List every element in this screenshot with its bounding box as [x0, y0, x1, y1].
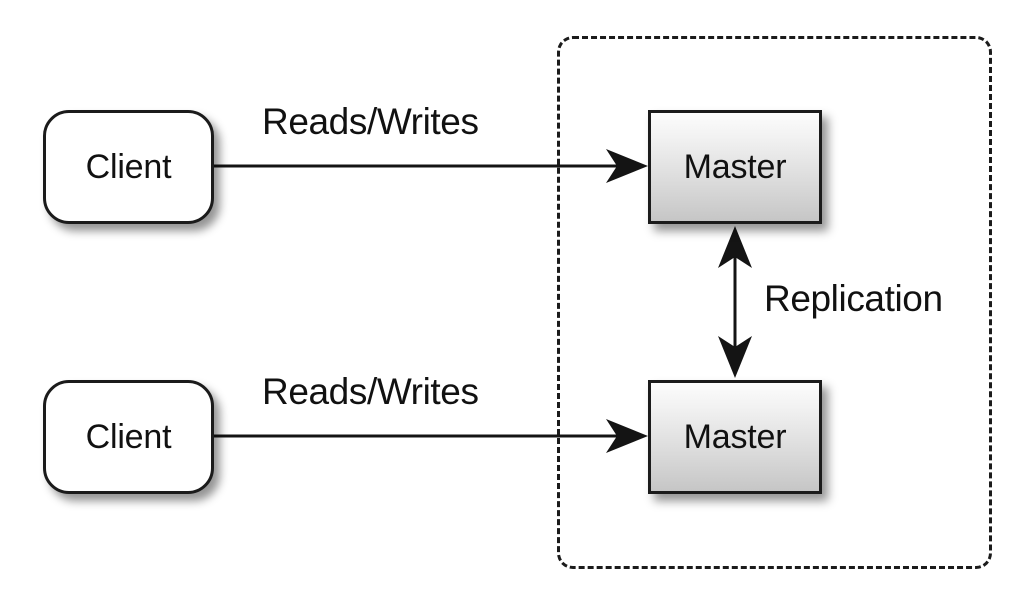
node-label: Master [683, 148, 787, 186]
node-master-top[interactable]: Master [648, 110, 822, 224]
node-label: Client [85, 418, 172, 456]
replication-cluster-boundary [557, 36, 992, 569]
node-client-top[interactable]: Client [43, 110, 214, 224]
node-label: Client [85, 148, 172, 186]
edge-label-replication: Replication [764, 278, 943, 319]
edge-label-reads-writes-bottom: Reads/Writes [262, 371, 479, 412]
node-label: Master [683, 418, 787, 456]
node-client-bottom[interactable]: Client [43, 380, 214, 494]
node-master-bottom[interactable]: Master [648, 380, 822, 494]
edge-label-reads-writes-top: Reads/Writes [262, 101, 479, 142]
